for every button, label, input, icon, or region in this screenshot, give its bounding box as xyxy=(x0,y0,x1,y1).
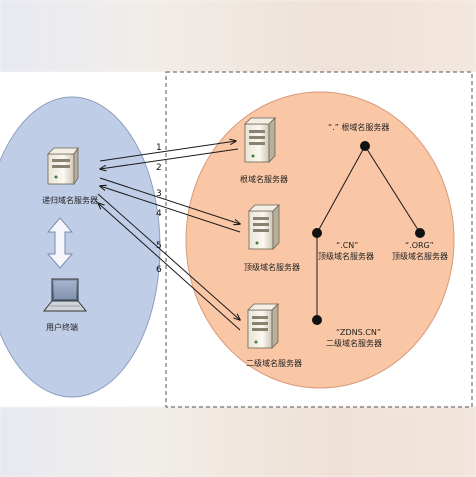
bidirectional-arrow xyxy=(46,217,74,269)
step-number-4: 4 xyxy=(156,209,162,219)
root-server-label: 根域名服务器 xyxy=(240,174,288,184)
arrow-step-4 xyxy=(100,186,241,233)
arrow-step-2 xyxy=(100,148,239,169)
laptop-icon xyxy=(42,278,88,312)
recursive-server-label: 递归域名服务器 xyxy=(42,195,98,205)
tree-node-org xyxy=(415,228,425,238)
tree-edge-root-cn xyxy=(316,145,366,234)
tree-edge-root-org xyxy=(364,145,421,234)
tree-org-sublabel: 顶级域名服务器 xyxy=(392,251,448,261)
arrow-step-6 xyxy=(98,203,241,331)
tree-cn-label: “.CN” xyxy=(336,241,358,250)
step-number-6: 6 xyxy=(156,265,162,275)
top-blur-band xyxy=(0,0,476,72)
tree-node-zdns xyxy=(312,315,322,325)
second-level-server-icon xyxy=(247,303,279,349)
step-number-5: 5 xyxy=(156,241,162,251)
tree-node-root xyxy=(360,141,370,151)
tld-server-icon xyxy=(248,204,280,250)
arrow-step-5 xyxy=(97,193,240,320)
tld-server-label: 顶级域名服务器 xyxy=(244,262,300,272)
client-zone xyxy=(0,96,161,398)
second-level-server-label: 二级域名服务器 xyxy=(246,358,302,368)
recursive-server-icon xyxy=(47,146,79,186)
step-number-1: 1 xyxy=(156,143,162,153)
tree-zdns-sublabel: 二级域名服务器 xyxy=(326,338,382,348)
arrow-step-3 xyxy=(99,177,240,224)
server-zone xyxy=(185,91,455,389)
root-server-icon xyxy=(244,117,276,163)
step-number-2: 2 xyxy=(156,163,162,173)
bottom-blur-band xyxy=(0,407,476,477)
tree-root-label: “.” 根域名服务器 xyxy=(328,122,389,132)
tree-zdns-label: “ZDNS.CN” xyxy=(336,328,381,337)
arrow-step-1 xyxy=(99,141,236,162)
tree-org-label: “.ORG” xyxy=(405,241,434,250)
tree-cn-sublabel: 顶级域名服务器 xyxy=(318,251,374,261)
step-number-3: 3 xyxy=(156,189,162,199)
user-terminal-label: 用户终端 xyxy=(46,322,78,332)
server-zone-boundary xyxy=(165,71,473,408)
tree-node-cn xyxy=(312,228,322,238)
